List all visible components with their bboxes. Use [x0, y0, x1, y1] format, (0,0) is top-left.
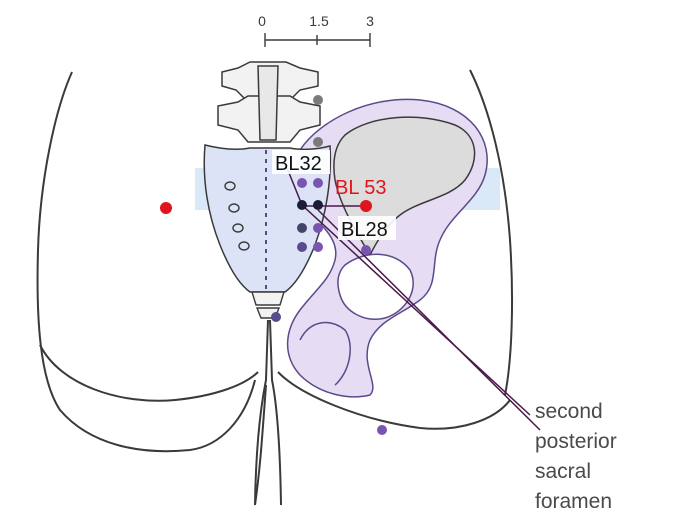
label-bl53: BL 53: [335, 177, 387, 199]
callout-line-2: posterior: [535, 430, 617, 453]
point-purple: [377, 425, 387, 435]
point-purple: [313, 223, 323, 233]
scale-bar: [265, 33, 370, 47]
point-gray: [313, 137, 323, 147]
right-flank-outline: [470, 70, 512, 395]
gluteal-cleft-left: [255, 320, 268, 505]
left-flank-outline: [38, 72, 255, 451]
point-purple: [313, 242, 323, 252]
spinous-process: [258, 66, 278, 140]
point-purple: [271, 312, 281, 322]
scale-tick-0: 0: [258, 13, 266, 29]
scale-tick-1-5: 1.5: [309, 13, 329, 29]
left-buttock-curve: [40, 345, 258, 401]
point-bl28: [313, 200, 323, 210]
callout-line-3: sacral: [535, 460, 591, 483]
point-purple: [297, 223, 307, 233]
gluteal-cleft-right: [270, 320, 281, 505]
point-purple: [297, 242, 307, 252]
point-purple: [313, 178, 323, 188]
point-red-left: [160, 202, 172, 214]
callout-text: second posterior sacral foramen: [535, 400, 617, 513]
point-purple: [297, 178, 307, 188]
callout-line-4: foramen: [535, 490, 612, 513]
callout-line-1: second: [535, 400, 603, 423]
label-bl28: BL28: [341, 219, 388, 241]
point-purple: [361, 245, 371, 255]
scale-tick-3: 3: [366, 13, 374, 29]
point-bl32: [297, 200, 307, 210]
point-gray: [313, 95, 323, 105]
label-bl32: BL32: [275, 153, 322, 175]
lumbar-vertebrae: [218, 62, 320, 142]
point-bl53: [360, 200, 372, 212]
